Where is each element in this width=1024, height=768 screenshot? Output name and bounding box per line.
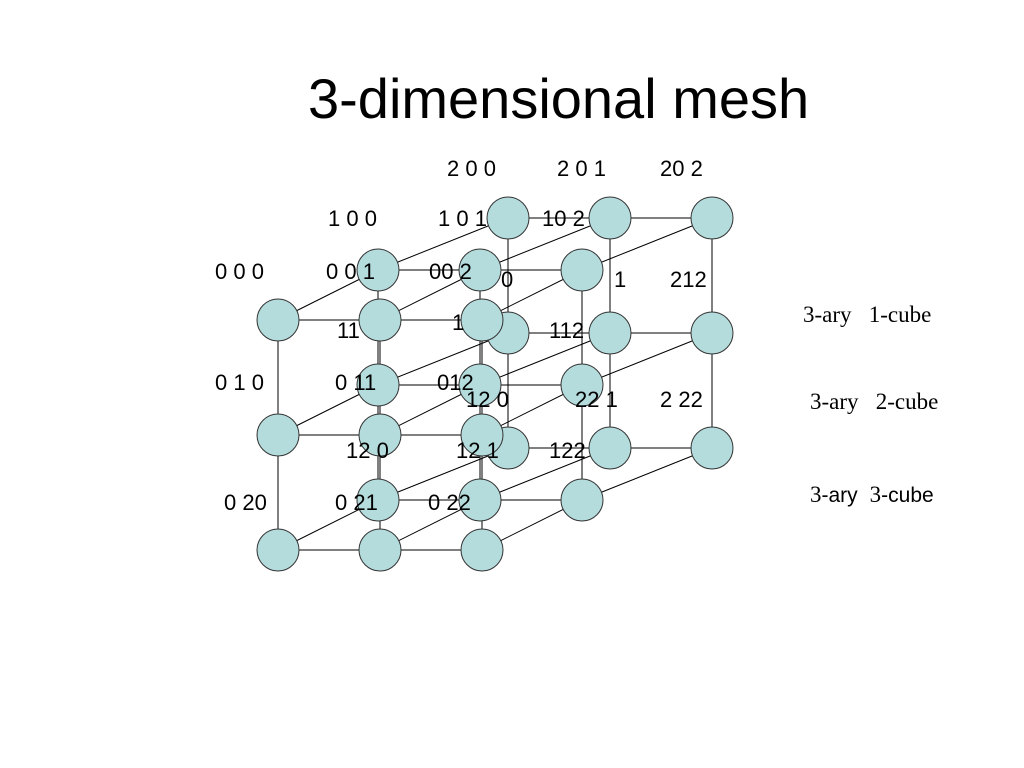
- slide-title: 3-dimensional mesh: [308, 67, 810, 130]
- mesh-node-201: [588, 196, 632, 240]
- layer0-labels: 0 0 0 0 0 1 00 2 0 1 0 0 11 012 0 20 0 2…: [215, 259, 474, 515]
- node-label-012: 012: [437, 370, 474, 395]
- mesh-node-122: [560, 478, 604, 522]
- legend-3-cube-prefix: 3: [810, 482, 822, 507]
- node-label-022: 0 22: [428, 490, 471, 515]
- node-label-201: 2 0 1: [557, 156, 606, 181]
- mesh-edge: [581, 332, 713, 386]
- mesh-node-200: [486, 196, 530, 240]
- node-label-000: 0 0 0: [215, 259, 264, 284]
- node-label-002: 00 2: [429, 259, 472, 284]
- node-label-200: 2 0 0: [447, 156, 496, 181]
- mesh-edge: [581, 217, 713, 271]
- node-label-111: 1: [452, 310, 464, 335]
- mesh-nodes: [256, 196, 734, 572]
- mesh-edge: [479, 447, 611, 501]
- mesh-edge: [479, 217, 611, 271]
- mesh-node-020: [256, 528, 300, 572]
- node-label-110: 11: [337, 318, 360, 343]
- mesh-edge: [377, 447, 509, 501]
- mesh-node-221: [588, 426, 632, 470]
- legend-3-cube-num: 3: [870, 482, 882, 507]
- layer1-labels: 1 0 0 1 0 1 10 2 11 1 12 0 12 1: [328, 206, 585, 463]
- node-label-221: 22 1: [575, 387, 618, 412]
- node-label-112: 112: [549, 318, 584, 343]
- node-label-210: 0: [501, 267, 513, 292]
- node-label-122: 122: [549, 438, 586, 463]
- mesh-edge: [377, 217, 509, 271]
- mesh-node-001: [358, 298, 402, 342]
- node-label-020: 0 20: [224, 490, 267, 515]
- node-label-202: 20 2: [660, 156, 703, 181]
- mesh-node-111: [458, 363, 502, 407]
- mesh-node-102: [560, 248, 604, 292]
- mesh-edge: [581, 447, 713, 501]
- mesh-node-121: [458, 478, 502, 522]
- node-label-102: 10 2: [542, 206, 585, 231]
- legend-3-cube-suffix: -cube: [881, 484, 934, 507]
- node-label-010: 0 1 0: [215, 370, 264, 395]
- mesh-node-100: [356, 248, 400, 292]
- mesh-node-112: [560, 363, 604, 407]
- mesh-node-011: [358, 413, 402, 457]
- legend-2-cube: 3-ary 2-cube: [810, 389, 938, 414]
- node-label-001: 0 0 1: [326, 259, 375, 284]
- mesh-node-120: [356, 478, 400, 522]
- node-label-120: 12 0: [346, 438, 389, 463]
- node-label-021: 0 21: [335, 490, 378, 515]
- mesh-node-211: [588, 311, 632, 355]
- node-label-101: 1 0 1: [438, 206, 487, 231]
- mesh-node-212: [690, 311, 734, 355]
- mesh-node-000: [256, 298, 300, 342]
- node-label-100: 1 0 0: [328, 206, 377, 231]
- mesh-node-012: [460, 413, 504, 457]
- mesh-node-002: [460, 298, 504, 342]
- mesh-node-202: [690, 196, 734, 240]
- layer2-labels: 2 0 0 2 0 1 20 2 0 1 212 112 12 0 22 1 2…: [447, 156, 707, 463]
- legend-1-cube: 3-ary 1-cube: [803, 302, 931, 327]
- mesh-node-022: [460, 528, 504, 572]
- node-label-011: 0 11: [335, 370, 376, 395]
- node-label-211: 1: [614, 267, 626, 292]
- mesh-node-010: [256, 413, 300, 457]
- mesh-node-021: [358, 528, 402, 572]
- node-label-121: 12 1: [456, 438, 499, 463]
- node-label-220: 12 0: [466, 387, 509, 412]
- legend-3-cube-ary: -ary: [822, 484, 859, 507]
- mesh-node-110: [356, 363, 400, 407]
- mesh-node-222: [690, 426, 734, 470]
- mesh-node-101: [458, 248, 502, 292]
- mesh-edge: [479, 332, 611, 386]
- node-label-212: 212: [670, 267, 707, 292]
- mesh-edge: [377, 332, 509, 386]
- node-label-222: 2 22: [660, 387, 703, 412]
